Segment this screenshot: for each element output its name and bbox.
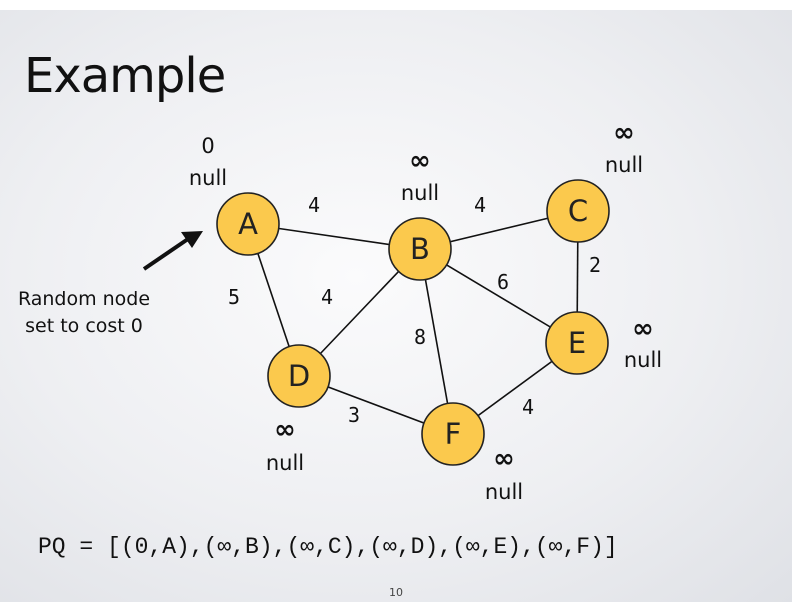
edge-weight-a-b: 4 [308,193,320,217]
node-circle-e [545,311,609,375]
node-f: F [421,402,485,466]
priority-queue: PQ = [(0,A),(∞,B),(∞,C),(∞,D),(∞,E),(∞,F… [38,534,618,560]
node-cost-b: ∞ [409,146,431,176]
node-label-c: C [568,194,588,228]
nodes-layer: A B C D E F [216,179,610,466]
node-info-layer: 0 null ∞ null ∞ null ∞ null ∞ null ∞ null [189,118,662,504]
node-prev-e: null [624,348,662,372]
node-cost-a: 0 [201,134,214,158]
annotation-line-2: set to cost 0 [25,315,143,337]
node-label-a: A [238,207,258,241]
slide-number: 10 [389,586,403,599]
edge-weight-a-d: 5 [228,285,240,309]
node-circle-c [546,179,610,243]
node-cost-d: ∞ [274,415,296,445]
node-a: A [216,192,280,256]
slide-title: Example [24,48,226,104]
node-prev-b: null [401,181,439,205]
annotation-arrow [142,231,203,271]
node-label-d: D [288,359,310,393]
node-prev-c: null [605,153,643,177]
node-prev-a: null [189,166,227,190]
node-cost-c: ∞ [613,118,635,148]
arrow-shaft [142,237,190,271]
edge-weight-b-f: 8 [414,325,426,349]
node-c: C [546,179,610,243]
node-circle-d [267,344,331,408]
arrow-head-icon [181,231,203,248]
node-circle-f [421,402,485,466]
edge-weight-b-d: 4 [321,285,333,309]
node-circle-b [388,217,452,281]
node-e: E [545,311,609,375]
edge-weight-e-f: 4 [522,395,534,419]
edge-weight-b-c: 4 [474,193,486,217]
weights-layer: 4 5 4 4 6 8 2 3 4 [228,193,601,427]
node-cost-f: ∞ [493,444,515,474]
edge-weight-b-e: 6 [497,270,509,294]
node-circle-a [216,192,280,256]
edge-weight-c-e: 2 [589,253,601,277]
node-cost-e: ∞ [632,314,654,344]
node-label-b: B [410,232,430,266]
node-label-f: F [445,417,462,451]
edge-weight-d-f: 3 [348,403,360,427]
slide: Example 4 5 4 4 6 8 2 3 4 A B C D E F 0 null ∞ null ∞ null… [0,10,792,602]
node-prev-d: null [266,451,304,475]
node-prev-f: null [485,480,523,504]
graph-diagram: 4 5 4 4 6 8 2 3 4 A B C D E F 0 null ∞ null ∞ null ∞ null ∞ nu… [18,118,662,504]
node-d: D [267,344,331,408]
annotation-line-1: Random node [18,288,150,310]
node-b: B [388,217,452,281]
node-label-e: E [568,326,586,360]
